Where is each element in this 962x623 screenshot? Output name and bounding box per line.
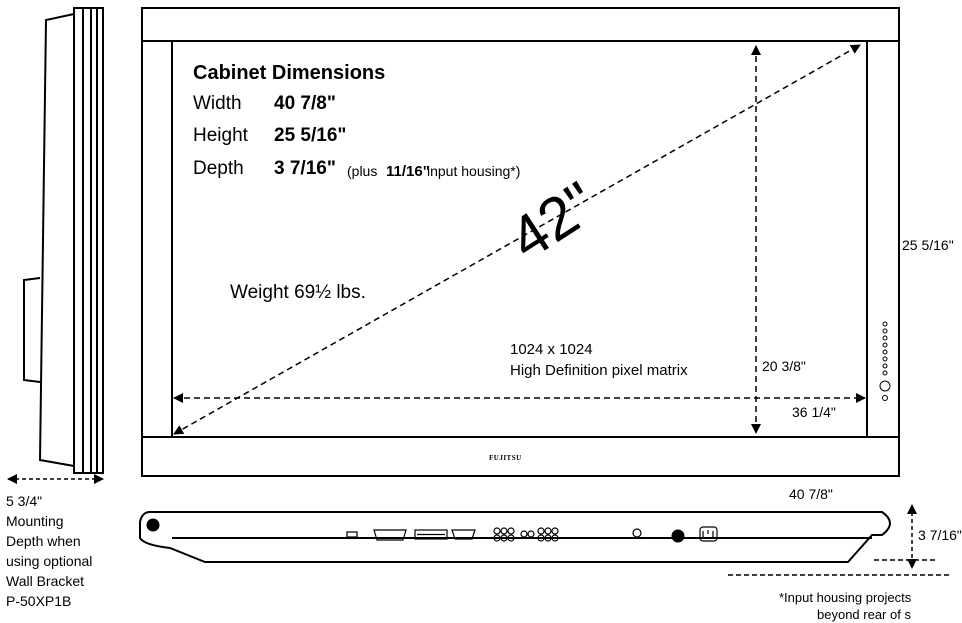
footnote-line-2: beyond rear of s	[817, 607, 911, 622]
footnote-line-1: *Input housing projects	[779, 590, 912, 605]
diagonal-arrow	[173, 44, 861, 435]
screen-height-label: 20 3/8"	[762, 358, 806, 374]
side-profile-view	[23, 7, 104, 474]
cabinet-width-label: 40 7/8"	[789, 486, 833, 502]
width-label: Width	[193, 93, 242, 114]
depth-note-suffix: input housing*)	[427, 163, 521, 179]
screen-width-label: 36 1/4"	[792, 404, 836, 420]
mounting-notes: 5 3/4" Mounting Depth when using optiona…	[6, 491, 92, 611]
connector-ports	[346, 526, 718, 542]
cabinet-depth-label: 3 7/16"	[918, 527, 962, 543]
weight-text: Weight 69½ lbs.	[230, 282, 366, 303]
depth-label: Depth	[193, 158, 244, 179]
mounting-line-1: Mounting	[6, 513, 64, 529]
depth-note-value: 11/16"	[386, 163, 430, 180]
resolution-description: High Definition pixel matrix	[510, 362, 688, 379]
power-connector	[671, 529, 685, 543]
mounting-depth: 5 3/4"	[6, 493, 43, 509]
brand-logo: FUJITSU	[489, 454, 522, 462]
cabinet-height-label: 25 5/16"	[902, 237, 954, 253]
depth-note-prefix: (plus	[347, 163, 378, 179]
mounting-line-2: Depth when	[6, 533, 81, 549]
resolution-text: 1024 x 1024	[510, 341, 593, 358]
height-value: 25 5/16"	[274, 125, 347, 146]
mounting-line-3: using optional	[6, 553, 93, 569]
mounting-line-4: Wall Bracket	[6, 573, 85, 589]
spec-heading: Cabinet Dimensions	[193, 62, 386, 84]
height-label: Height	[193, 125, 248, 146]
input-housing-projection	[728, 559, 952, 576]
width-value: 40 7/8"	[274, 93, 336, 114]
bottom-view-knob	[146, 518, 160, 532]
control-buttons	[879, 321, 891, 401]
depth-value: 3 7/16"	[274, 158, 336, 179]
bottom-view	[139, 511, 891, 563]
mounting-line-5: P-50XP1B	[6, 593, 72, 609]
front-view	[141, 7, 900, 477]
